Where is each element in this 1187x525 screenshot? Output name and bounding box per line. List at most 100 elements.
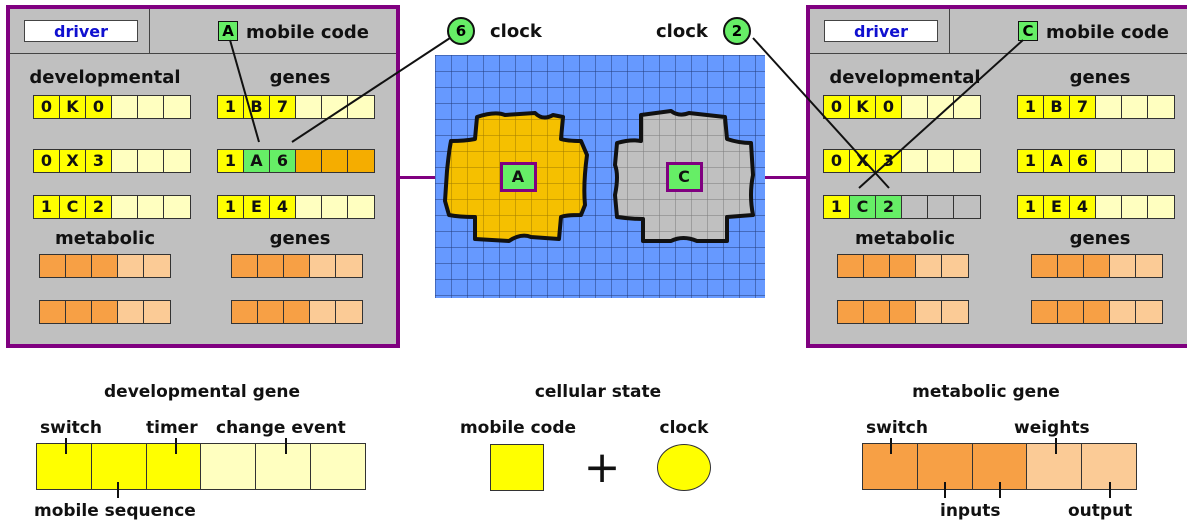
tick-change-event [285,438,287,454]
right-metabolic-heading: metabolic [855,228,955,249]
legend-mobile-code-square [490,444,544,491]
gene-cell [954,196,980,218]
legend-clock-circle [657,444,711,491]
gene-cell [66,255,92,277]
left-met-gene-row-1 [39,254,171,278]
gene-cell [1096,96,1122,118]
legend-met-cell [917,444,973,489]
left-metabolic-heading: metabolic [55,228,155,249]
legend-mobile-sequence-label: mobile sequence [34,501,196,521]
gene-cell [310,301,336,323]
gene-cell [1032,301,1058,323]
right-cell-code: C [678,167,690,186]
legend-met-cell [1082,444,1136,489]
gene-cell [1136,255,1162,277]
left-developmental-heading: developmental [29,67,181,88]
gene-cell [258,301,284,323]
tick-inputs-1 [944,482,946,498]
gene-cell [112,96,138,118]
gene-cell [942,301,968,323]
legend-state-title: cellular state [534,382,662,402]
gene-cell: X [60,150,86,172]
gene-cell [1122,150,1148,172]
left-dev-gene-row-2: 0 X 3 [33,149,191,173]
left-genes-heading-2: genes [269,228,331,249]
gene-cell [138,96,164,118]
left-gene-row-3: 1 E 4 [217,195,375,219]
gene-cell [1096,150,1122,172]
gene-cell [1136,301,1162,323]
gene-cell [138,196,164,218]
gene-cell [112,196,138,218]
gene-cell [348,150,374,172]
left-driver-box: driver [24,20,138,42]
gene-cell [336,255,362,277]
gene-cell: 7 [1070,96,1096,118]
tick-switch [65,438,67,454]
left-header-divider [149,9,150,53]
right-genes-heading-2: genes [1069,228,1131,249]
legend-dev-cell [201,444,257,489]
gene-cell: 1 [218,196,244,218]
gene-cell [118,255,144,277]
legend-change-event-label: change event [216,418,346,438]
right-panel-header: driver C mobile code [810,9,1187,54]
legend-met-cell [972,444,1028,489]
connector-right-clock [752,37,890,189]
right-met-gene-row-2 [837,300,969,324]
tick-inputs-2 [999,482,1001,498]
right-header-divider [949,9,950,53]
gene-cell: 6 [1070,150,1096,172]
gene-cell [296,196,322,218]
gene-cell [138,150,164,172]
gene-cell: E [244,196,270,218]
tick-weights [1055,438,1057,454]
right-clock-circle: 2 [723,17,751,45]
gene-cell [954,96,980,118]
gene-cell: 0 [824,150,850,172]
right-met-gene-row-1 [837,254,969,278]
right-clock-label: clock [656,21,708,42]
gene-cell [916,255,942,277]
gene-cell [258,255,284,277]
legend-mobile-code-label: mobile code [459,418,577,438]
gene-cell: A [1044,150,1070,172]
gene-cell [66,301,92,323]
gene-cell: 3 [86,150,112,172]
right-driver-box: driver [824,20,938,42]
gene-cell [1058,255,1084,277]
legend-timer-label: timer [146,418,198,438]
gene-cell [144,301,170,323]
gene-cell [164,150,190,172]
gene-cell [232,301,258,323]
right-gene-row-2: 1 A 6 [1017,149,1175,173]
gene-cell [92,301,118,323]
gene-cell: E [1044,196,1070,218]
gene-cell: 0 [34,150,60,172]
left-gene-row-2-active: 1 A 6 [217,149,375,173]
gene-cell [336,301,362,323]
connector-left-badge [229,39,260,143]
gene-cell [1122,96,1148,118]
gene-cell: K [850,96,876,118]
left-genes-heading: genes [269,67,331,88]
gene-cell: 2 [876,196,902,218]
gene-cell [296,96,322,118]
left-cell-code-box [500,162,537,192]
legend-dev-cell [146,444,202,489]
gene-cell [40,255,66,277]
gene-cell: C [850,196,876,218]
gene-cell: 1 [824,196,850,218]
legend-met-title: metabolic gene [912,382,1060,402]
left-mobile-code-badge: A [218,21,238,41]
gene-cell: 1 [218,150,244,172]
gene-cell: 0 [34,96,60,118]
legend-inputs-label: inputs [940,501,1001,521]
gene-cell: 1 [1018,196,1044,218]
gene-cell [322,96,348,118]
gene-cell [1110,301,1136,323]
right-gene-row-1: 1 B 7 [1017,95,1175,119]
left-cell-panel: driver A mobile code developmental genes… [6,5,400,348]
left-dev-gene-row-1: 0 K 0 [33,95,191,119]
